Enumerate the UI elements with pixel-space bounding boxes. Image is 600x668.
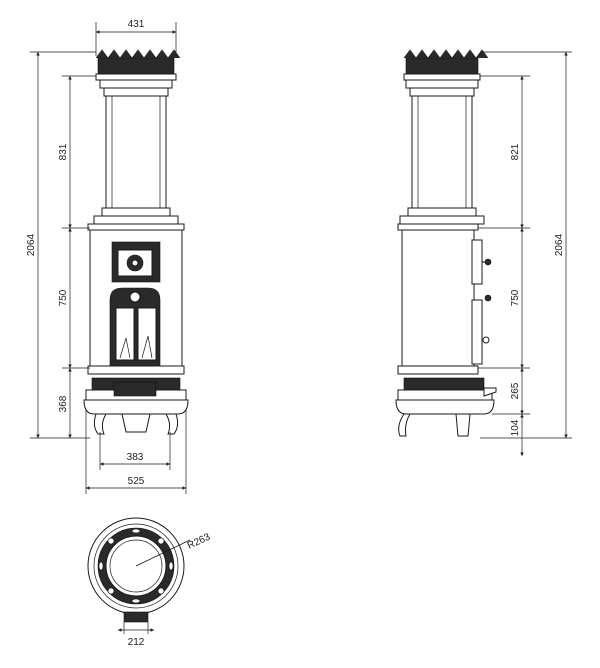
front-dim-lower-height: 368 [58,395,69,412]
front-base [83,377,189,435]
plan-dim-radius: R263 [186,532,213,552]
plan-view [87,517,191,634]
front-view: 431 831 750 368 2064 383 525 [26,19,189,494]
front-dim-lines [30,22,187,494]
side-view: 821 750 265 104 2064 [395,49,572,456]
side-dim-middle-height: 750 [510,289,521,306]
plan-dim-flue-width: 212 [128,637,145,648]
side-dim-foot-height: 104 [510,419,521,436]
front-body [87,223,185,375]
front-column [93,79,179,225]
front-dim-middle-height: 750 [58,289,69,306]
front-dim-top-width: 431 [128,19,145,30]
side-crown [403,49,489,81]
side-dim-total-height: 2064 [554,233,565,256]
side-dim-lower-height: 265 [510,382,521,399]
front-dim-total-height: 2064 [26,233,37,256]
plan-ornaments [98,528,174,604]
side-body [397,223,492,375]
front-crown [95,49,181,81]
side-column [399,79,485,225]
front-dim-upper-height: 831 [58,143,69,160]
front-dim-base-width: 383 [127,452,144,463]
side-dim-lines [478,51,572,456]
front-dim-overall-width: 525 [128,476,145,487]
side-base [395,377,497,437]
side-dim-upper-height: 821 [510,143,521,160]
